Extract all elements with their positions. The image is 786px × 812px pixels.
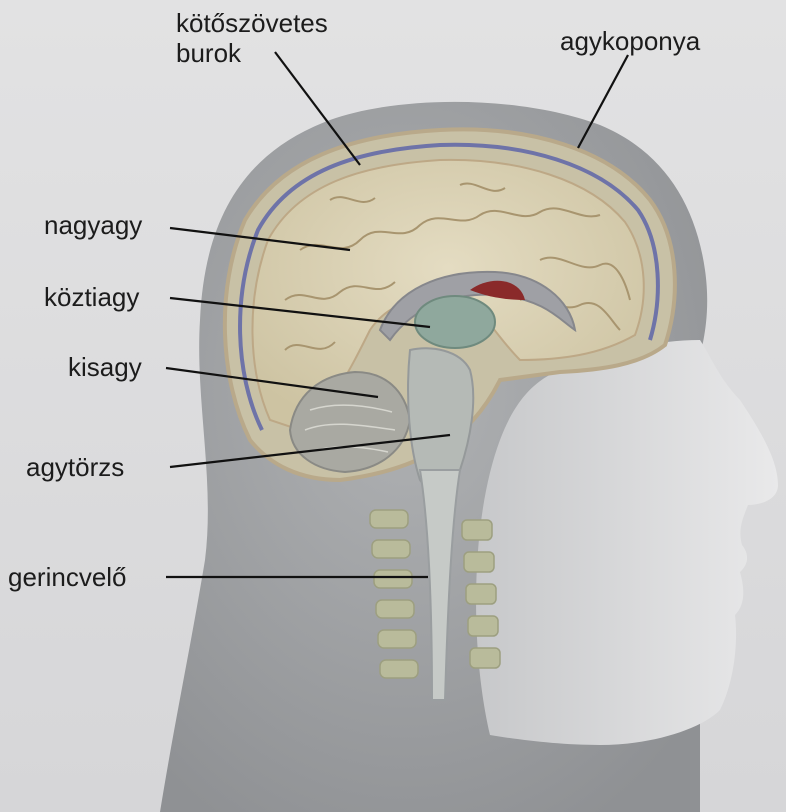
label-brainstem: agytörzs [26,452,124,482]
label-cerebrum: nagyagy [44,210,142,240]
face-profile [476,340,778,745]
label-diencephalon: köztiagy [44,282,139,312]
diencephalon-shape [415,296,495,348]
label-dura: kötőszövetes burok [176,8,328,68]
label-cerebellum: kisagy [68,352,142,382]
label-dura-line1: kötőszövetes [176,8,328,38]
label-spinal-cord: gerincvelő [8,562,127,592]
label-skull: agykoponya [560,26,700,56]
label-dura-line2: burok [176,38,241,68]
